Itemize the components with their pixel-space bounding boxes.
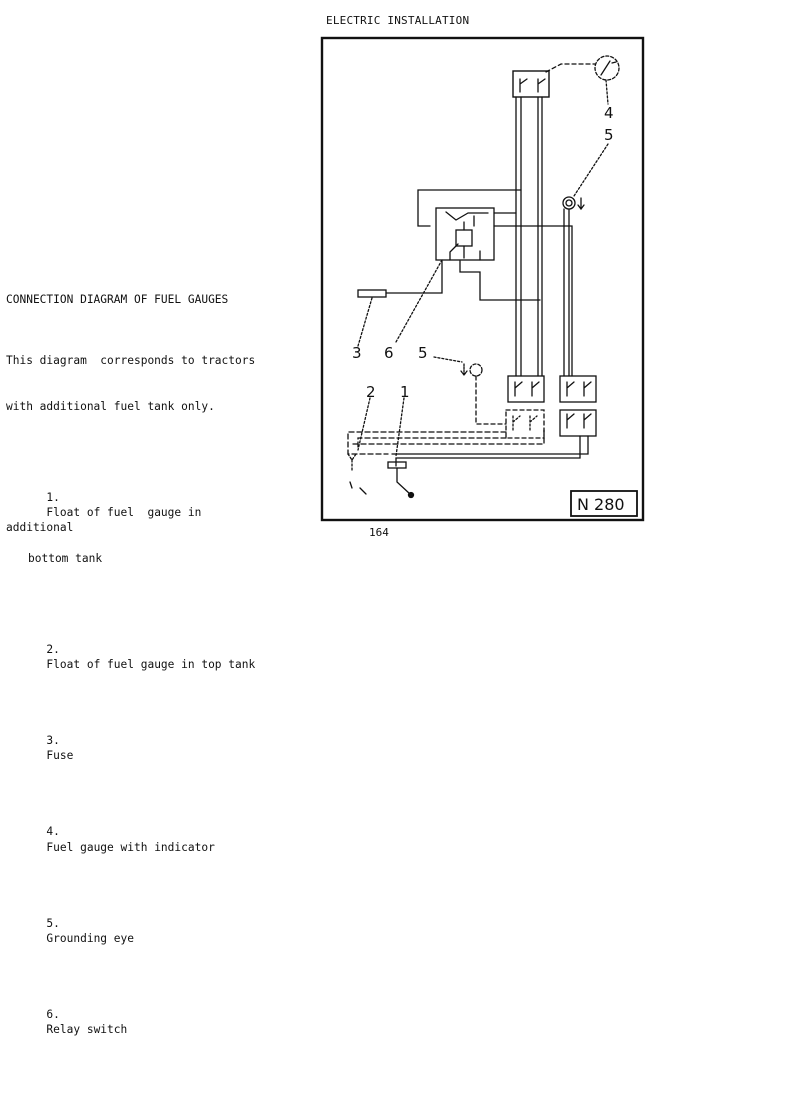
ground-arrow-lower: [460, 363, 468, 377]
float-1-ball: [407, 491, 415, 499]
wire-top-right-double: [537, 96, 543, 377]
legend-list: 1. Float of fuel gauge in additional bot…: [6, 444, 266, 1083]
callout-4: 4: [604, 104, 614, 122]
float-2-arm: [349, 481, 367, 495]
ground-arrow-upper: [577, 197, 585, 211]
connector-bottom-b: [559, 409, 597, 437]
callout-5-upper: 5: [604, 126, 614, 144]
connector-lower-b-contacts: [566, 381, 592, 397]
connector-lower-b: [559, 375, 597, 403]
page-number: 164: [369, 526, 389, 539]
legend-item-number: 1.: [46, 490, 60, 504]
legend-item-number: 3.: [46, 734, 60, 748]
wire-eye-to-bottom: [563, 208, 570, 377]
float-1-arm: [396, 467, 411, 495]
callout-leader-3: [357, 297, 373, 347]
callout-3: 3: [352, 344, 362, 362]
callout-leader-1: [395, 397, 405, 457]
legend-item-number: 5.: [46, 916, 60, 930]
legend-item-text: Relay switch: [46, 1022, 128, 1036]
legend-item-text: Grounding eye: [46, 931, 134, 945]
legend-item-text: Fuse: [46, 749, 74, 763]
legend-item-text: Float of fuel gauge in additional: [6, 506, 209, 535]
legend-item-text: Fuel gauge with indicator: [46, 840, 215, 854]
page-header: ELECTRIC INSTALLATION: [326, 14, 470, 27]
float-harness-solid: [391, 435, 589, 467]
relay-switch-box: [435, 207, 495, 261]
float-2-sensor: [347, 453, 357, 473]
relay-contacts: [445, 211, 489, 221]
legend-item-3: 3. Fuse: [6, 718, 266, 779]
legend-item-6: 6. Relay switch: [6, 992, 266, 1053]
figure-code-box: [570, 490, 638, 517]
wire-top-left-double: [515, 96, 522, 377]
fuse-wire: [385, 260, 541, 301]
legend-intro-line-2: with additional fuel tank only.: [6, 399, 215, 413]
legend-item-continuation: bottom tank: [28, 551, 103, 565]
connector-bottom-a: [505, 409, 545, 439]
ground-dashed-wire: [475, 375, 507, 425]
callout-leader-5-upper: [573, 143, 609, 197]
wiring-diagram: 4 5 3 6 5 2 1 N 280: [318, 36, 646, 522]
legend: CONNECTION DIAGRAM OF FUEL GAUGES This d…: [6, 262, 266, 1098]
legend-item-number: 6.: [46, 1007, 60, 1021]
float-1-sensor: [387, 461, 407, 469]
fuel-gauge-needle: [600, 60, 617, 76]
callout-1: 1: [400, 383, 410, 401]
wiring-diagram-svg: 4 5 3 6 5 2 1 N 280: [320, 36, 645, 522]
legend-item-5: 5. Grounding eye: [6, 900, 266, 961]
legend-item-text: Float of fuel gauge in top tank: [46, 658, 256, 672]
legend-item-2: 2. Float of fuel gauge in top tank: [6, 627, 266, 688]
legend-item-number: 2.: [46, 642, 60, 656]
grounding-eye-lower: [469, 363, 483, 377]
legend-title: CONNECTION DIAGRAM OF FUEL GAUGES: [6, 293, 229, 307]
legend-item-number: 4.: [46, 825, 60, 839]
callout-5-lower: 5: [418, 344, 428, 362]
grounding-eye-upper: [562, 196, 576, 210]
gauge-dashed-wire: [545, 63, 596, 73]
callout-leader-6: [395, 259, 443, 343]
diagram-frame: [320, 36, 645, 522]
legend-item-1: 1. Float of fuel gauge in additional bot…: [6, 475, 266, 597]
grounding-eye-upper-inner: [565, 199, 573, 207]
legend-intro-line-1: This diagram corresponds to tractors: [6, 354, 256, 368]
fuse: [357, 289, 387, 298]
relay-right-wire: [493, 212, 573, 377]
connector-lower-a-contacts: [514, 381, 540, 397]
relay-coil-leads: [449, 221, 481, 261]
connector-lower-a: [507, 375, 545, 403]
top-connector: [512, 70, 550, 98]
connector-bottom-b-contacts: [566, 413, 592, 429]
top-connector-contacts: [519, 78, 546, 93]
callout-leader-2: [357, 397, 371, 451]
callout-leader-4: [605, 79, 609, 105]
callout-2: 2: [366, 383, 376, 401]
float-harness-dashed: [347, 429, 545, 455]
connector-bottom-a-contacts: [512, 415, 538, 431]
fuel-gauge-icon: [594, 55, 620, 81]
legend-item-4: 4. Fuel gauge with indicator: [6, 809, 266, 870]
callout-leader-5-lower: [433, 356, 463, 363]
callout-6: 6: [384, 344, 394, 362]
figure-code: N 280: [577, 495, 625, 514]
relay-outer-wire: [417, 189, 522, 227]
